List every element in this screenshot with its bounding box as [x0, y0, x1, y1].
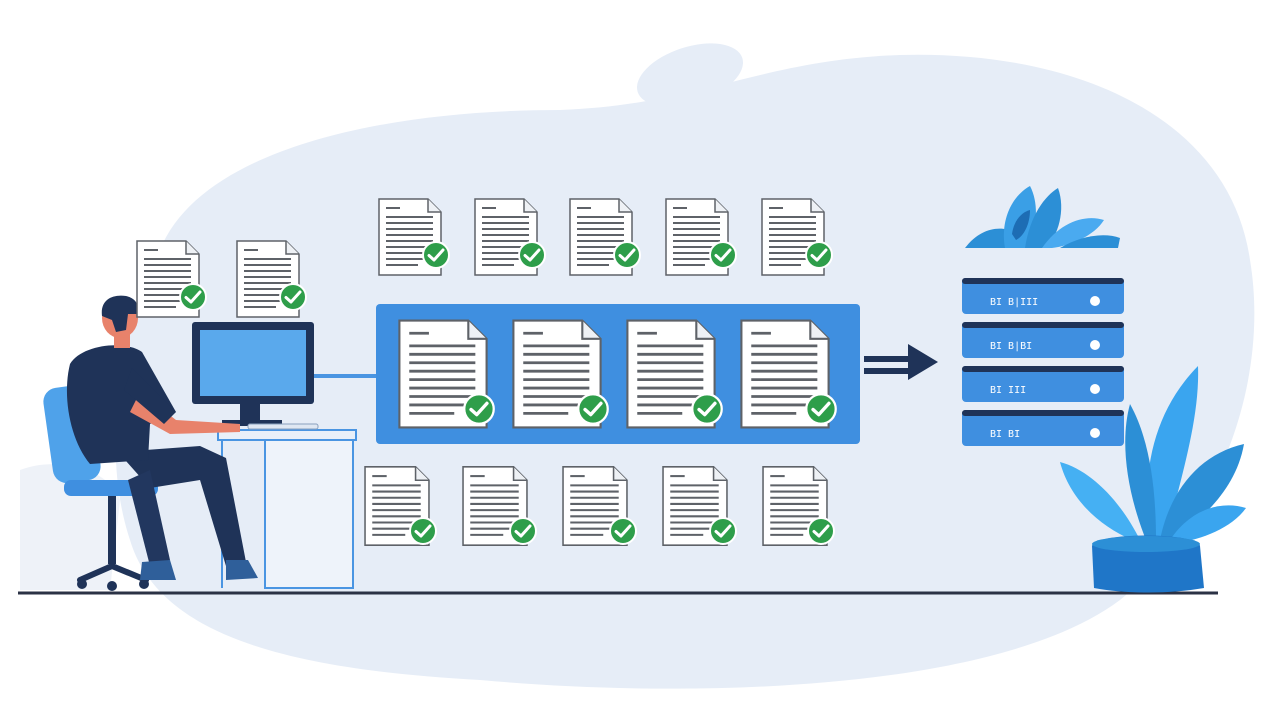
document-icon [398, 319, 496, 429]
server-label: BI BI [990, 429, 1020, 440]
document-icon [462, 465, 538, 547]
document-icon [740, 319, 838, 429]
server-label: BI B|III [990, 297, 1038, 308]
document-icon [512, 319, 610, 429]
processing-panel [376, 304, 860, 444]
document-icon [136, 240, 208, 318]
document-icon [662, 465, 738, 547]
server-label: BI III [990, 385, 1026, 396]
monitor-icon [192, 322, 319, 430]
document-icon [236, 240, 308, 318]
server-label: BI B|BI [990, 341, 1032, 352]
document-icon [626, 319, 724, 429]
plant-icon [1060, 366, 1246, 593]
document-icon [762, 465, 836, 547]
server-rack-icon: BI B|III BI B|BI BI III BI BI [962, 278, 1124, 446]
document-icon [562, 465, 638, 547]
arrow-right-icon [864, 344, 938, 380]
document-icon [569, 198, 642, 276]
person-icon [66, 295, 258, 580]
document-icon [761, 198, 834, 276]
document-icon [474, 198, 547, 276]
document-icon [378, 198, 451, 276]
document-icon [364, 465, 438, 547]
document-icon [665, 198, 738, 276]
plant-icon [965, 186, 1120, 248]
